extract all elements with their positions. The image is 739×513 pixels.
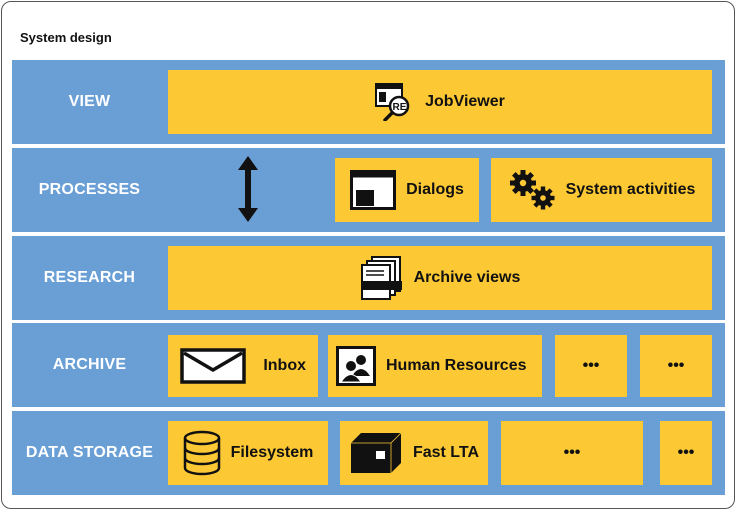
box-archive-more-2[interactable]: ••• — [640, 335, 712, 397]
box-jobviewer[interactable]: RE JobViewer — [168, 70, 712, 134]
box-label-archive-views: Archive views — [413, 269, 521, 286]
layer-view: VIEW RE JobViewer — [12, 60, 725, 144]
envelope-icon — [180, 348, 246, 384]
jobviewer-icon: RE — [375, 83, 410, 121]
box-dialogs[interactable]: Dialogs — [335, 158, 479, 222]
box-label-archive-more-1: ••• — [582, 357, 600, 374]
storage-box-icon — [350, 432, 402, 473]
dialog-window-icon — [350, 170, 397, 210]
box-label-system-activities: System activities — [565, 181, 696, 198]
archive-views-icon — [360, 256, 402, 300]
layer-label-processes: PROCESSES — [38, 181, 141, 198]
box-archive-more-1[interactable]: ••• — [555, 335, 627, 397]
layer-processes: PROCESSES Dialogs — [12, 148, 725, 232]
people-icon — [336, 346, 376, 386]
box-storage-more-2[interactable]: ••• — [660, 421, 712, 485]
box-label-dialogs: Dialogs — [406, 181, 464, 198]
box-label-storage-more-1: ••• — [563, 444, 581, 461]
layer-data-storage: DATA STORAGE Filesystem Fast LTA ••• ••• — [12, 411, 725, 495]
box-label-human-resources: Human Resources — [386, 357, 527, 374]
box-label-filesystem: Filesystem — [230, 444, 314, 461]
gears-icon — [509, 170, 555, 210]
database-icon — [183, 430, 220, 476]
double-arrow-icon — [238, 156, 258, 222]
box-label-fast-lta: Fast LTA — [412, 444, 480, 461]
box-human-resources[interactable]: Human Resources — [328, 335, 542, 397]
layer-label-data-storage: DATA STORAGE — [25, 444, 154, 461]
box-label-archive-more-2: ••• — [667, 357, 685, 374]
box-archive-views[interactable]: Archive views — [168, 246, 712, 310]
box-label-inbox: Inbox — [263, 357, 306, 374]
layer-archive: ARCHIVE Inbox Human Resources ••• ••• — [12, 323, 725, 407]
diagram-title: System design — [20, 30, 112, 45]
box-label-jobviewer: JobViewer — [425, 93, 505, 110]
layer-research: RESEARCH Archive views — [12, 236, 725, 320]
box-system-activities[interactable]: System activities — [491, 158, 712, 222]
layer-label-view: VIEW — [68, 93, 111, 110]
box-storage-more-1[interactable]: ••• — [501, 421, 643, 485]
layer-label-archive: ARCHIVE — [52, 356, 127, 373]
layer-label-research: RESEARCH — [43, 269, 136, 286]
svg-text:RE: RE — [393, 102, 407, 113]
box-inbox[interactable]: Inbox — [168, 335, 318, 397]
box-filesystem[interactable]: Filesystem — [168, 421, 328, 485]
box-fast-lta[interactable]: Fast LTA — [340, 421, 488, 485]
box-label-storage-more-2: ••• — [677, 444, 695, 461]
